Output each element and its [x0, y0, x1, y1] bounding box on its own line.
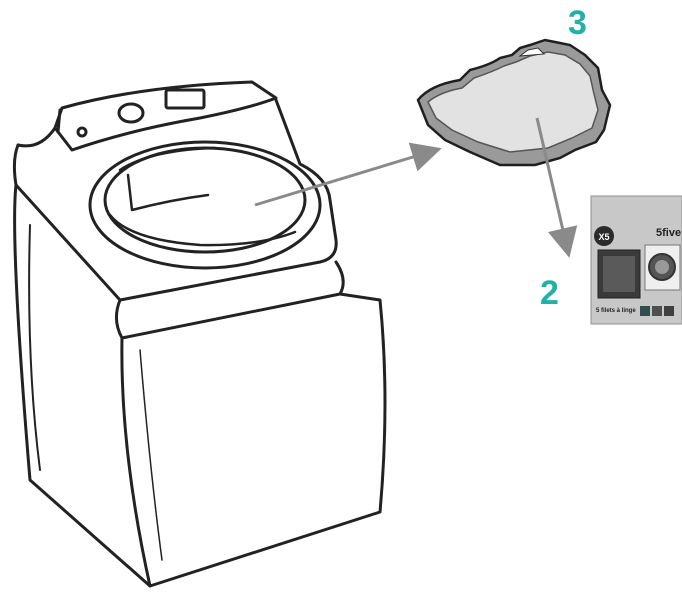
laundry-bag-package-illustration: X5 5five 5 filets à linge [591, 196, 682, 324]
package-brand-text: 5five [656, 227, 681, 239]
power-button-icon [78, 128, 86, 136]
washing-machine-illustration [14, 82, 385, 586]
lint-clump-illustration [418, 40, 610, 165]
package-badge-text: X5 [598, 232, 609, 242]
drum-opening-outer [90, 142, 320, 268]
package-caption-text: 5 filets à linge [596, 308, 636, 314]
step-label-2: 2 [540, 276, 559, 310]
display-panel-icon [166, 90, 204, 108]
dial-knob-icon [119, 104, 143, 122]
step-label-3: 3 [568, 6, 587, 40]
